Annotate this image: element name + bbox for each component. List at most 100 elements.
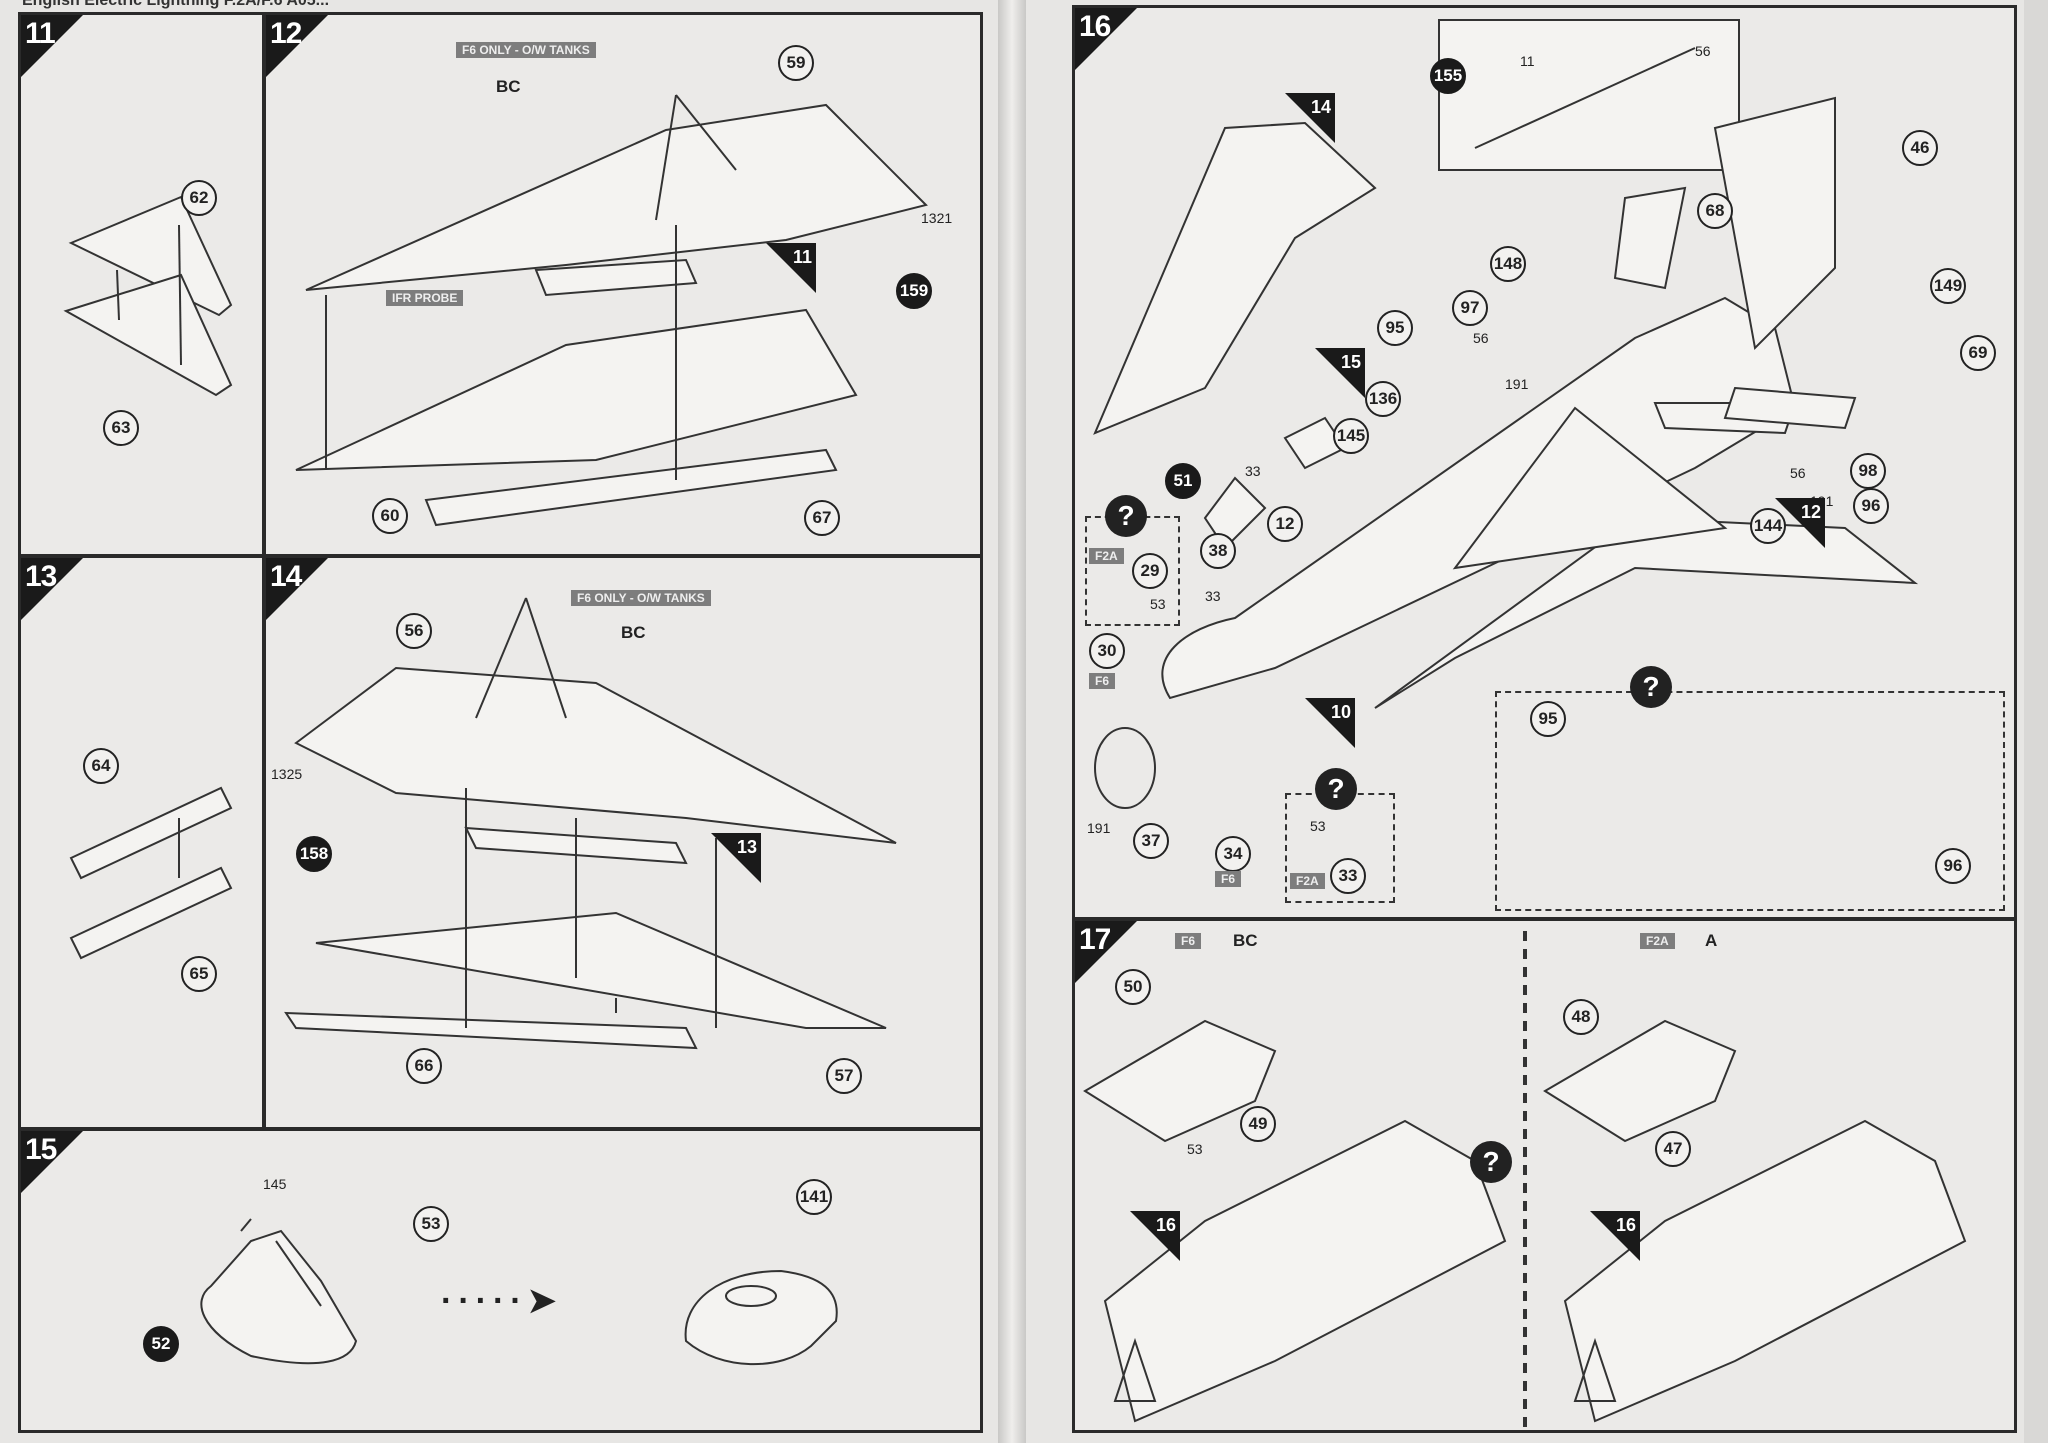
ref-label: 13 <box>736 837 757 857</box>
variant-f2a: F2A <box>1640 933 1675 949</box>
part-53-left: 53 <box>1150 596 1166 612</box>
nose-drawing <box>1083 931 1967 1430</box>
step-12-panel: 12 F6 ONLY - O/W TANKS BC IFR PROBE 59 6… <box>263 12 983 557</box>
part-191-nose: 191 <box>1087 820 1111 836</box>
step-16-panel: 16 155 11 56 46 68 148 97 95 136 145 149 <box>1072 5 2017 920</box>
part-149: 149 <box>1930 268 1966 304</box>
step-number: 17 <box>1079 923 1111 956</box>
part-57: 57 <box>826 1058 862 1094</box>
ref-label: 16 <box>1155 1215 1176 1235</box>
part-53-box: 53 <box>1310 818 1326 834</box>
part-68: 68 <box>1697 193 1733 229</box>
decal-code-a: A <box>1705 931 1718 950</box>
part-60: 60 <box>372 498 408 534</box>
step-marker <box>266 15 328 77</box>
part-158: 158 <box>296 836 332 872</box>
tailplane-drawing <box>69 786 233 960</box>
step-number: 16 <box>1079 10 1111 43</box>
part-56c: 56 <box>1790 465 1806 481</box>
part-159: 159 <box>896 273 932 309</box>
variant-banner: F6 ONLY - O/W TANKS <box>571 590 711 606</box>
part-191: 191 <box>1505 376 1529 392</box>
part-145: 145 <box>1333 418 1369 454</box>
part-96-inset: 96 <box>1935 848 1971 884</box>
step-11-panel: 11 62 63 <box>18 12 265 557</box>
ref-step-16-right: 16 <box>1590 1211 1640 1261</box>
variant-f6: F6 <box>1089 673 1116 689</box>
ref-step-11: 11 <box>766 243 816 293</box>
ref-step-14: 14 <box>1285 93 1335 143</box>
fuselage-drawing <box>1093 19 1919 809</box>
decal-code: BC <box>621 623 646 642</box>
part-145: 145 <box>263 1176 287 1192</box>
ref-label: 15 <box>1340 352 1361 372</box>
part-37: 37 <box>1133 823 1169 859</box>
part-49: 49 <box>1240 1106 1276 1142</box>
page-header: English Electric Lightning F.2A/F.6 A05.… <box>22 0 330 9</box>
tailplane-drawing <box>63 195 233 397</box>
ref-label: 11 <box>792 247 812 267</box>
part-52: 52 <box>143 1326 179 1362</box>
variant-f6-34: F6 <box>1215 871 1242 887</box>
part-33-upper: 33 <box>1245 463 1261 479</box>
part-29: 29 <box>1132 553 1168 589</box>
variant-f6: F6 <box>1175 933 1202 949</box>
step-number: 14 <box>270 560 302 593</box>
decal-code-bc: BC <box>1233 931 1258 950</box>
step-marker <box>21 15 83 77</box>
part-97: 97 <box>1452 290 1488 326</box>
part-96: 96 <box>1853 488 1889 524</box>
step-number: 13 <box>25 560 57 593</box>
part-34: 34 <box>1215 836 1251 872</box>
step-14-panel: 14 F6 ONLY - O/W TANKS BC 56 57 66 158 1… <box>263 555 983 1130</box>
part-33-lower: 33 <box>1205 588 1221 604</box>
help-icon: ? <box>1105 495 1147 537</box>
step-number: 11 <box>25 17 56 50</box>
part-56b: 56 <box>1473 330 1489 346</box>
left-page: English Electric Lightning F.2A/F.6 A05.… <box>0 0 998 1443</box>
booklet-spine <box>998 0 1026 1443</box>
detail-inset-box <box>1495 691 2005 911</box>
part-155: 155 <box>1430 58 1466 94</box>
part-64: 64 <box>83 748 119 784</box>
part-38: 38 <box>1200 533 1236 569</box>
part-46: 46 <box>1902 130 1938 166</box>
part-67: 67 <box>804 500 840 536</box>
ref-label: 14 <box>1310 97 1331 117</box>
ref-step-10: 10 <box>1305 698 1355 748</box>
step-marker <box>1075 8 1137 70</box>
part-53: 53 <box>413 1206 449 1242</box>
part-53: 53 <box>1187 1141 1203 1157</box>
help-icon: ? <box>1470 1141 1512 1183</box>
right-page: 16 155 11 56 46 68 148 97 95 136 145 149 <box>1026 0 2024 1443</box>
ref-label: 16 <box>1615 1215 1636 1235</box>
part-148: 148 <box>1490 246 1526 282</box>
step-17-panel: 17 F6 BC 50 49 53 16 ? F2A A 48 47 16 <box>1072 918 2017 1433</box>
part-63: 63 <box>103 410 139 446</box>
part-51: 51 <box>1165 463 1201 499</box>
part-48: 48 <box>1563 999 1599 1035</box>
ref-step-16-left: 16 <box>1130 1211 1180 1261</box>
part-47: 47 <box>1655 1131 1691 1167</box>
part-11: 11 <box>1520 53 1535 69</box>
step-number: 15 <box>25 1133 57 1166</box>
wing-drawing <box>284 597 897 1050</box>
step-number: 12 <box>270 17 302 50</box>
part-50: 50 <box>1115 969 1151 1005</box>
part-1325: 1325 <box>271 766 303 782</box>
step-marker <box>21 1131 83 1193</box>
canopy-drawing <box>200 1218 838 1366</box>
help-icon-2: ? <box>1315 768 1357 810</box>
variant-f2a-33: F2A <box>1290 873 1325 889</box>
part-56: 56 <box>1695 43 1711 59</box>
help-icon-3: ? <box>1630 666 1672 708</box>
wing-drawing <box>295 94 928 527</box>
decal-code: BC <box>496 77 521 96</box>
part-12: 12 <box>1267 506 1303 542</box>
step-15-panel: 15 145 53 52 141 ·····➤ <box>18 1128 983 1433</box>
part-95: 95 <box>1377 310 1413 346</box>
part-66: 66 <box>406 1048 442 1084</box>
probe-banner: IFR PROBE <box>386 290 464 306</box>
ref-step-13: 13 <box>711 833 761 883</box>
variant-f2a: F2A <box>1089 548 1124 564</box>
